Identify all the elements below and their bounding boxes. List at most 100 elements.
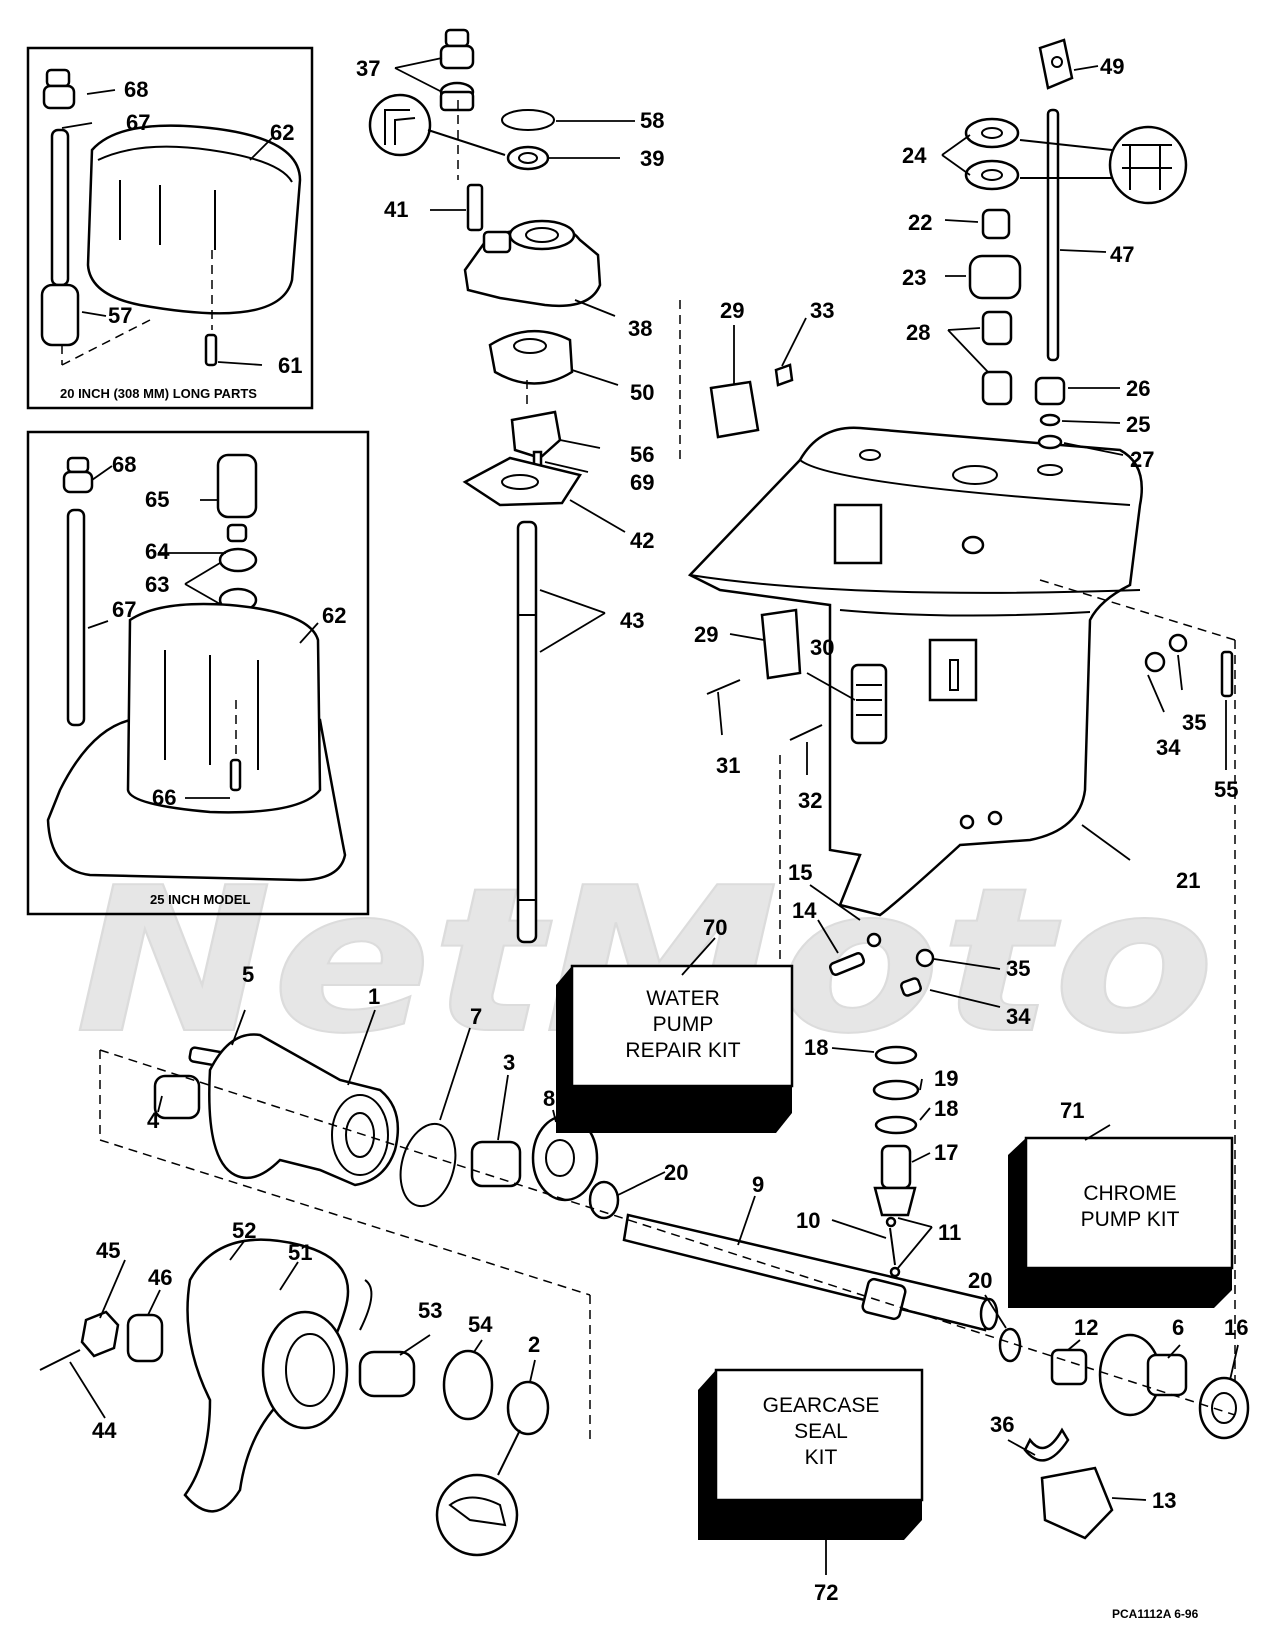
callout-27: 27 (1130, 447, 1154, 472)
callout-35: 35 (1182, 710, 1206, 735)
callout-51: 51 (288, 1240, 312, 1265)
callout-72: 72 (814, 1580, 838, 1605)
kit-water-pump-line3: REPAIR KIT (625, 1039, 740, 1062)
callout-12: 12 (1074, 1315, 1098, 1340)
shift-stack (706, 38, 1236, 1420)
callout-46: 46 (148, 1265, 172, 1290)
callout-47: 47 (1110, 242, 1134, 267)
callout-11: 11 (938, 1220, 961, 1245)
callout-22: 22 (908, 210, 932, 235)
callout-35b: 35 (1006, 956, 1030, 981)
callout-68b: 68 (112, 452, 136, 477)
inset-25-inch: 25 INCH MODEL (26, 430, 370, 916)
callout-32: 32 (798, 788, 822, 813)
callout-1: 1 (368, 984, 380, 1009)
callout-17: 17 (934, 1140, 958, 1165)
water-pump-stack (368, 28, 602, 944)
callout-54: 54 (468, 1312, 493, 1337)
kit-water-pump: WATER PUMP REPAIR KIT (556, 964, 794, 1133)
callout-18b: 18 (934, 1096, 958, 1121)
callout-18: 18 (804, 1035, 828, 1060)
callout-19: 19 (934, 1066, 958, 1091)
kit-chrome-pump: CHROME PUMP KIT (1008, 1136, 1234, 1308)
callout-68: 68 (124, 77, 148, 102)
callout-29b: 29 (694, 622, 718, 647)
callout-numbers: 68 67 62 57 61 68 65 64 63 67 62 66 37 5… (92, 54, 1248, 1621)
kit-water-pump-line2: PUMP (653, 1013, 714, 1036)
inset-long-caption: 20 INCH (308 MM) LONG PARTS (60, 386, 257, 401)
leader-lines (61, 57, 1239, 1575)
callout-24: 24 (902, 143, 927, 168)
callout-36: 36 (990, 1412, 1014, 1437)
callout-42: 42 (630, 528, 654, 553)
callout-23: 23 (902, 265, 926, 290)
callout-69: 69 (630, 470, 654, 495)
callout-3: 3 (503, 1050, 515, 1075)
drawing-code: PCA1112A 6-96 (1112, 1607, 1199, 1621)
callout-37: 37 (356, 56, 380, 81)
kit-water-pump-line1: WATER (646, 987, 720, 1010)
callout-49: 49 (1100, 54, 1124, 79)
callout-41: 41 (384, 197, 408, 222)
callout-55: 55 (1214, 777, 1238, 802)
kit-gearcase-seal: GEARCASE SEAL KIT (698, 1368, 924, 1540)
callout-64: 64 (145, 539, 170, 564)
callout-4: 4 (147, 1108, 160, 1133)
callout-10: 10 (796, 1208, 820, 1233)
callout-38: 38 (628, 316, 652, 341)
callout-58: 58 (640, 108, 664, 133)
callout-5: 5 (242, 962, 254, 987)
kit-chrome-pump-line2: PUMP KIT (1081, 1208, 1180, 1231)
callout-15: 15 (788, 860, 812, 885)
callout-6: 6 (1172, 1315, 1184, 1340)
callout-33: 33 (810, 298, 834, 323)
callout-29: 29 (720, 298, 744, 323)
callout-70: 70 (703, 915, 727, 940)
gearcase-housing (679, 300, 1236, 917)
callout-53: 53 (418, 1298, 442, 1323)
callout-62b: 62 (322, 603, 346, 628)
callout-20b: 20 (968, 1268, 992, 1293)
kit-gearcase-seal-line3: KIT (805, 1446, 838, 1469)
callout-71: 71 (1060, 1098, 1084, 1123)
inset-25-caption: 25 INCH MODEL (150, 892, 250, 907)
gear-train (99, 1033, 1250, 1540)
callout-7: 7 (470, 1004, 482, 1029)
kit-chrome-pump-line1: CHROME (1083, 1182, 1176, 1205)
callout-50: 50 (630, 380, 654, 405)
callout-34b: 34 (1006, 1004, 1031, 1029)
callout-20: 20 (664, 1160, 688, 1185)
callout-67b: 67 (112, 597, 136, 622)
callout-43: 43 (620, 608, 644, 633)
callout-67: 67 (126, 110, 150, 135)
callout-61: 61 (278, 353, 302, 378)
callout-9: 9 (752, 1172, 764, 1197)
callout-14: 14 (792, 898, 817, 923)
callout-56: 56 (630, 442, 654, 467)
callout-63: 63 (145, 572, 169, 597)
callout-57: 57 (108, 303, 132, 328)
callout-16: 16 (1224, 1315, 1248, 1340)
propeller-group (39, 1238, 591, 1557)
callout-21: 21 (1176, 868, 1200, 893)
callout-31: 31 (716, 753, 740, 778)
callout-65: 65 (145, 487, 169, 512)
callout-39: 39 (640, 146, 664, 171)
callout-34: 34 (1156, 735, 1181, 760)
callout-45: 45 (96, 1238, 120, 1263)
callout-62: 62 (270, 120, 294, 145)
callout-44: 44 (92, 1418, 117, 1443)
callout-13: 13 (1152, 1488, 1176, 1513)
callout-66: 66 (152, 785, 176, 810)
callout-25: 25 (1126, 412, 1150, 437)
inset-long-parts: 20 INCH (308 MM) LONG PARTS (26, 46, 314, 410)
callout-2: 2 (528, 1332, 540, 1357)
kit-gearcase-seal-line2: SEAL (794, 1420, 848, 1443)
callout-26: 26 (1126, 376, 1150, 401)
callout-30: 30 (810, 635, 834, 660)
kit-gearcase-seal-line1: GEARCASE (763, 1394, 880, 1417)
callout-8: 8 (543, 1086, 555, 1111)
callout-52: 52 (232, 1218, 256, 1243)
callout-28: 28 (906, 320, 930, 345)
